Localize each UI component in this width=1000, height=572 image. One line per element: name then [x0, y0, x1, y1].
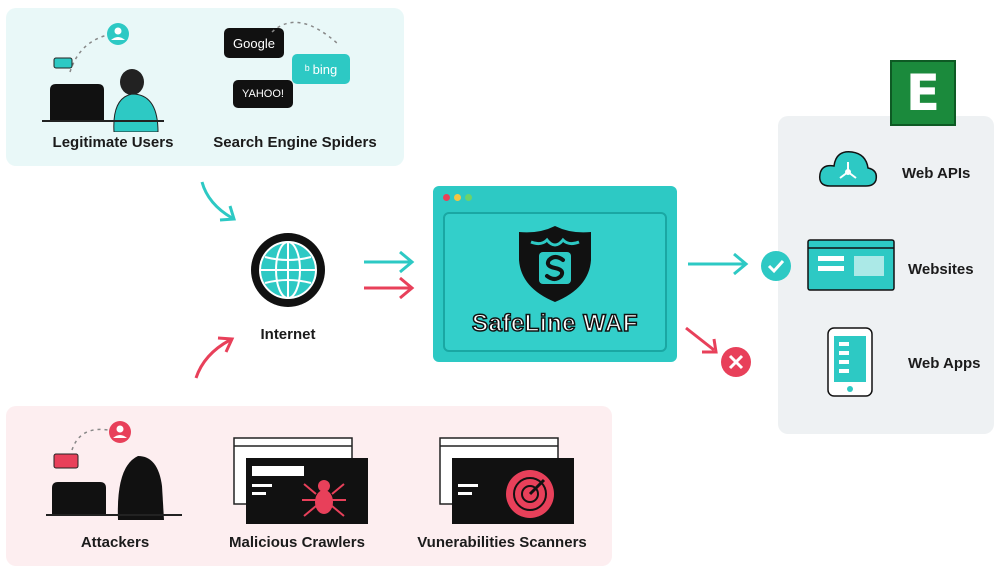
brand-letter: E — [905, 64, 941, 122]
cloud-api-icon — [818, 151, 878, 187]
window-dot-red — [443, 194, 450, 201]
bing-label: bing — [312, 61, 338, 77]
attacker-illustration — [46, 421, 182, 520]
check-icon — [761, 251, 791, 281]
vulnerability-scanners-label: Vunerabilities Scanners — [417, 534, 587, 551]
window-dot-green — [465, 194, 472, 201]
malicious-crawlers-label: Malicious Crawlers — [229, 534, 365, 551]
globe-icon — [251, 233, 325, 307]
shield-icon — [519, 226, 591, 302]
yahoo-badge: YAHOO! — [233, 80, 293, 108]
spider-connection-dash — [271, 21, 339, 45]
crawler-illustration — [233, 437, 368, 524]
legitimate-user-illustration — [42, 23, 164, 132]
bing-icon: ᵇ — [304, 61, 310, 77]
waf-window: SafeLine WAF — [433, 186, 677, 362]
arrow-internet-to-waf — [364, 250, 415, 300]
legitimate-users-label: Legitimate Users — [52, 134, 174, 151]
google-badge: Google — [224, 28, 284, 58]
window-dot-yellow — [454, 194, 461, 201]
arrow-attack-to-internet — [194, 336, 235, 379]
search-engine-spiders-label: Search Engine Spiders — [213, 134, 377, 151]
mobile-app-icon — [827, 327, 873, 397]
websites-label: Websites — [908, 261, 974, 278]
web-apps-label: Web Apps — [908, 355, 981, 372]
scanner-illustration — [439, 437, 574, 524]
web-apis-label: Web APIs — [902, 165, 971, 182]
website-icon — [807, 239, 895, 291]
bing-badge: ᵇ bing — [292, 54, 350, 84]
arrow-legit-to-internet — [200, 181, 236, 222]
waf-title: SafeLine WAF — [471, 309, 639, 338]
internet-label: Internet — [260, 326, 316, 343]
attackers-label: Attackers — [80, 534, 150, 551]
arrow-waf-to-block — [685, 326, 718, 354]
brand-logo: E — [890, 60, 956, 126]
arrow-waf-to-services — [688, 252, 749, 276]
block-icon — [721, 347, 751, 377]
